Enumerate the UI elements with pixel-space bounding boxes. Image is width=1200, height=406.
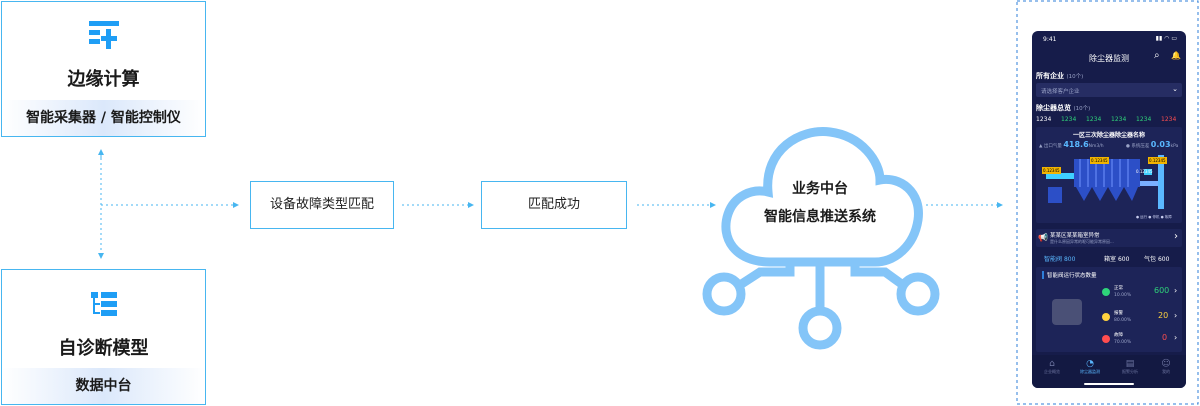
- company-select[interactable]: 请选择客户企业 ⌄: [1036, 83, 1182, 97]
- status-pct: 80.00%: [1114, 318, 1132, 323]
- cloud-icon: [702, 127, 940, 350]
- check-icon: [1102, 288, 1110, 296]
- chevron-right-icon: ›: [1174, 311, 1178, 320]
- chevron-right-icon: ›: [1174, 286, 1178, 295]
- status-label: 正常: [1114, 286, 1123, 291]
- cloud-line1: 业务中台: [792, 181, 848, 197]
- nav-item-me[interactable]: ☺我的: [1152, 359, 1180, 375]
- tag-value: 0.12345: [1148, 157, 1167, 164]
- status-pct: 10.00%: [1114, 293, 1132, 298]
- self-diagnosis-box: 自诊断模型 数据中台: [1, 269, 206, 405]
- phone-screen: 9:41 ▮▮ ◠ ▭ 除尘器监测 ⌕ 🔔 所有企业 (10个) 请选择客户企业…: [1032, 31, 1186, 388]
- edge-computing-title: 边缘计算: [67, 69, 140, 90]
- nav-item-monitor[interactable]: ◔除尘器监测: [1076, 359, 1104, 375]
- nav-item-alarm[interactable]: ▤报警分析: [1116, 359, 1144, 375]
- metric1: ▲ 出口气量 418.6Nm3/h: [1039, 140, 1104, 149]
- alert-title: 某某区某某箱室异常: [1050, 233, 1100, 239]
- home-indicator: [1084, 383, 1134, 385]
- gauge-icon: ◔: [1086, 359, 1094, 369]
- status-icons: ▮▮ ◠ ▭: [1155, 35, 1177, 42]
- home-icon: ⌂: [1049, 359, 1055, 369]
- bottom-nav: ⌂企业概览 ◔除尘器监测 ▤报警分析 ☺我的: [1032, 355, 1186, 388]
- status-row[interactable]: 故障 70.00% 0 ›: [1102, 331, 1182, 351]
- tag-value: 0.12345: [1136, 169, 1153, 174]
- edge-computing-subtitle: 智能采集器 / 智能控制仪: [2, 100, 205, 136]
- metric2: ● 系统压差 0.03kPa: [1126, 140, 1179, 149]
- cloud-line2: 智能信息推送系统: [764, 209, 876, 225]
- warning-icon: [1102, 313, 1110, 321]
- nav-item-overview[interactable]: ⌂企业概览: [1038, 359, 1066, 375]
- overview-tab[interactable]: 1234: [1061, 116, 1077, 123]
- overview-tab[interactable]: 1234: [1161, 116, 1177, 123]
- tag-value: 0.12345: [1042, 167, 1061, 174]
- megaphone-icon: 📢: [1038, 233, 1048, 242]
- status-value: 600: [1154, 286, 1170, 295]
- valve-status-card: 智能阀运行状态数量 正常 10.00% 600 › 报警 80.00% 20 ›…: [1036, 267, 1182, 352]
- dust-collector-card: 一区三次除尘器除尘器名称 ▲ 出口气量 418.6Nm3/h ● 系统压差 0.…: [1036, 127, 1182, 223]
- stat-valve[interactable]: 智能阀 800: [1044, 256, 1076, 263]
- status-label: 报警: [1114, 311, 1123, 316]
- chevron-right-icon: ›: [1174, 333, 1178, 342]
- status-time: 9:41: [1043, 36, 1057, 43]
- overview-section-title: 除尘器总览 (10个): [1036, 104, 1091, 112]
- self-diagnosis-subtitle: 数据中台: [2, 368, 205, 404]
- tag-value: 0.12345: [1090, 157, 1109, 164]
- legend: ● 运行 ● 停机 ● 故障: [1136, 215, 1172, 219]
- alert-banner[interactable]: 📢 某某区某某箱室异常 是什么原因异常的呢可能异常原因... ›: [1036, 229, 1182, 247]
- overview-tab[interactable]: 1234: [1136, 116, 1152, 123]
- card-title: 一区三次除尘器除尘器名称: [1072, 132, 1145, 139]
- status-value: 20: [1158, 311, 1169, 320]
- phone-frame: [1016, 0, 1199, 405]
- bell-icon[interactable]: 🔔: [1171, 51, 1181, 60]
- stat-airbag[interactable]: 气包 600: [1144, 256, 1170, 263]
- overview-tab[interactable]: 1234: [1036, 116, 1052, 123]
- chevron-right-icon: ›: [1174, 231, 1178, 242]
- overview-tab[interactable]: 1234: [1111, 116, 1127, 123]
- error-icon: [1102, 335, 1110, 343]
- status-label: 故障: [1114, 333, 1123, 338]
- status-row[interactable]: 报警 80.00% 20 ›: [1102, 309, 1182, 329]
- step-match-success-box: 匹配成功: [481, 181, 627, 229]
- valve-status-title: 智能阀运行状态数量: [1042, 271, 1097, 279]
- search-icon[interactable]: ⌕: [1154, 50, 1160, 61]
- step-fault-match-box: 设备故障类型匹配: [250, 181, 394, 229]
- status-value: 0: [1162, 333, 1168, 342]
- chart-icon: ▤: [1125, 359, 1135, 369]
- edge-computing-icon: [87, 19, 121, 55]
- company-section-title: 所有企业 (10个): [1036, 72, 1084, 80]
- company-select-placeholder: 请选择客户企业: [1041, 89, 1080, 95]
- status-row[interactable]: 正常 10.00% 600 ›: [1102, 284, 1182, 304]
- user-icon: ☺: [1161, 359, 1171, 369]
- stat-chamber[interactable]: 箱室 600: [1104, 256, 1130, 263]
- chevron-down-icon: ⌄: [1172, 85, 1178, 93]
- alert-desc: 是什么原因异常的呢可能异常原因...: [1050, 239, 1114, 244]
- phone-header-title: 除尘器监测: [1089, 54, 1129, 63]
- overview-tab[interactable]: 1234: [1086, 116, 1102, 123]
- tree-list-icon: [87, 290, 121, 324]
- self-diagnosis-title: 自诊断模型: [58, 338, 149, 359]
- edge-computing-box: 边缘计算 智能采集器 / 智能控制仪: [1, 1, 206, 137]
- valve-illustration: [1052, 299, 1082, 325]
- status-pct: 70.00%: [1114, 340, 1132, 345]
